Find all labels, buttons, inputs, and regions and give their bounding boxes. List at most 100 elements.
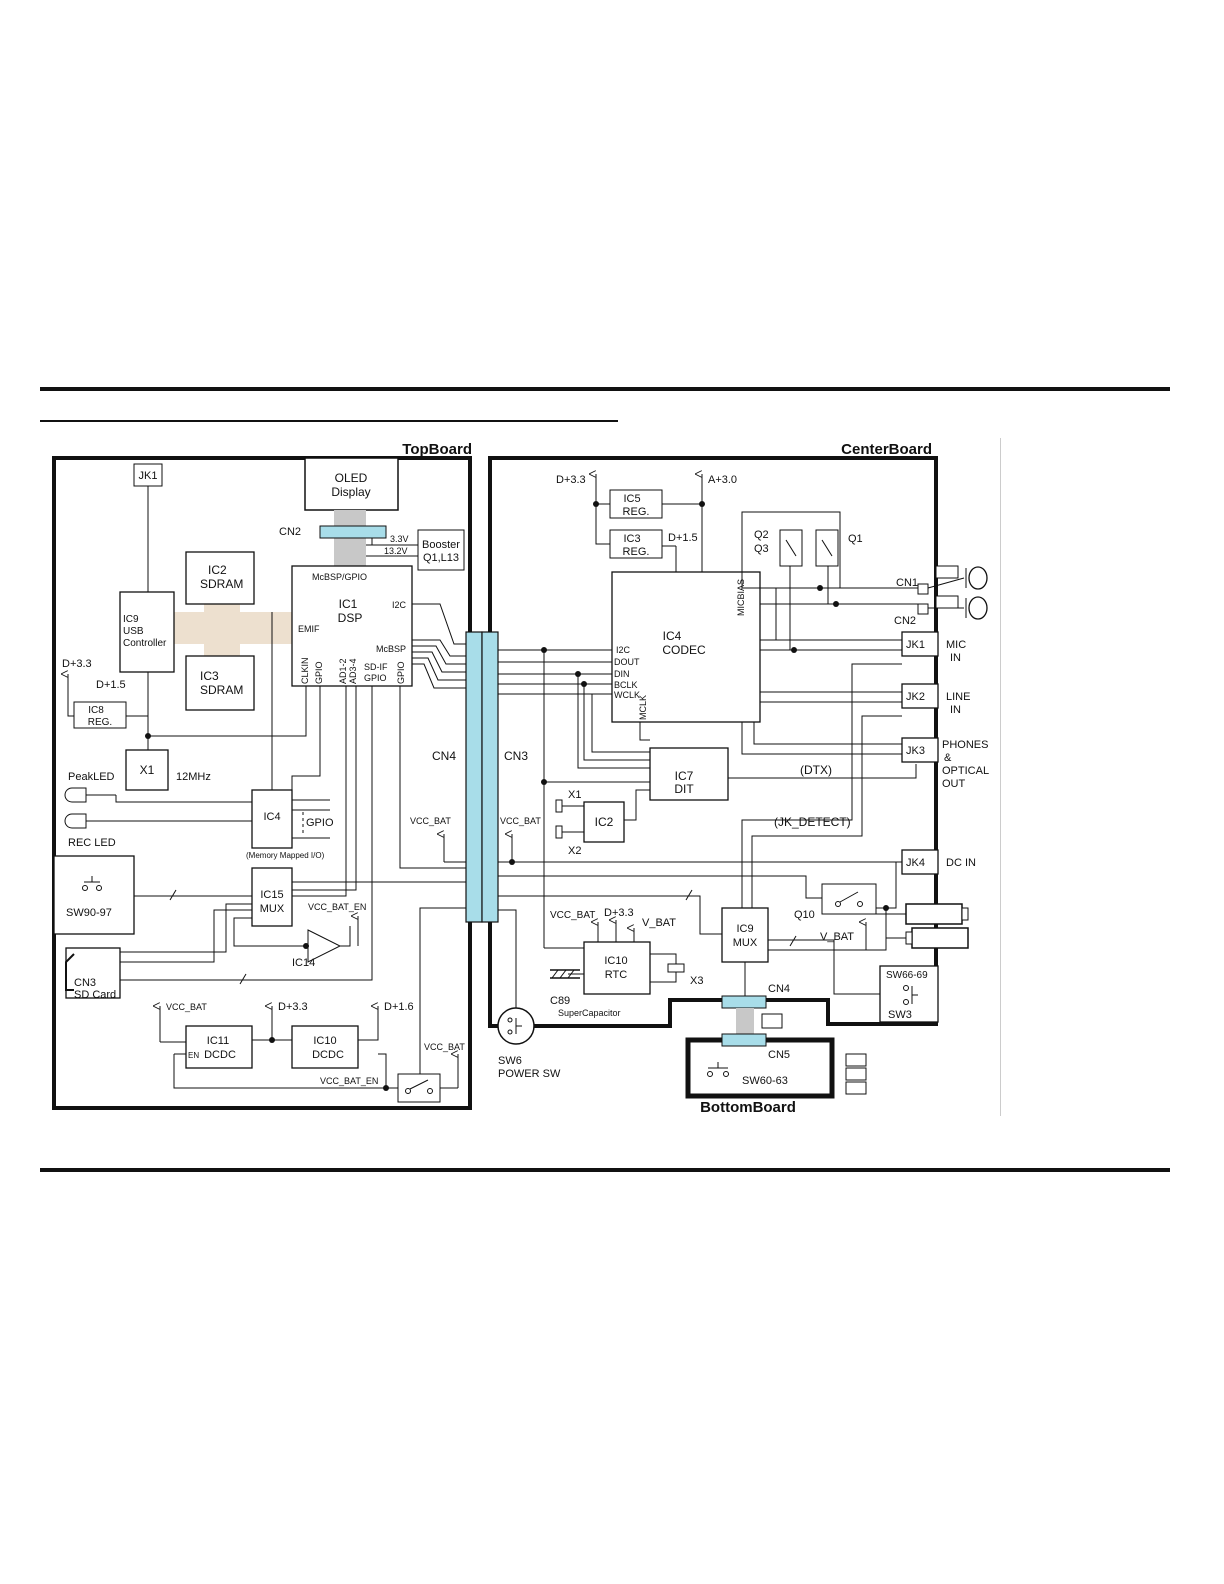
dc-in-label: DC IN [946, 857, 976, 869]
x1-freq-label: 12MHz [176, 771, 211, 783]
ic9-usb-controller-box [119, 591, 175, 673]
top-power-switch-arm [409, 1079, 429, 1090]
ic14-label: IC14 [292, 957, 315, 969]
codec-micbias-label: MICBIAS [736, 579, 746, 616]
top-cn4-label: CN4 [432, 749, 456, 763]
q10-arm [839, 891, 859, 903]
ic8-reg-label-1: IC8 [88, 705, 104, 716]
ic1-dsp-label-1: IC1 [339, 597, 358, 611]
ic2-sdram-label-2: SDRAM [200, 577, 243, 591]
wire-dsp-mcbsp-5 [412, 663, 466, 689]
ic15-mux-box [251, 867, 293, 927]
rec-led-icon [64, 813, 87, 829]
booster-label-1: Booster [422, 539, 460, 551]
top-ic4-gpio-label: GPIO [306, 817, 334, 829]
ic3-sdram-label-1: IC3 [200, 669, 219, 683]
sd-card-box [65, 947, 121, 999]
ic11-en-label: EN [188, 1051, 199, 1060]
wire-dsp-mcbsp-1 [412, 639, 466, 657]
center-vccbat2-label: VCC_BAT [550, 910, 595, 921]
wire-reg-dp33 [595, 503, 610, 545]
wire-ic2-dit [624, 789, 650, 821]
top-ic10-dcdc-label-2: DCDC [312, 1049, 344, 1061]
sw90-97-contact-2 [96, 885, 102, 891]
battery-2-icon [911, 927, 969, 949]
junction-jk1 [791, 647, 797, 653]
junction-dp33 [593, 501, 599, 507]
center-dp33b-label: D+3.3 [604, 907, 634, 919]
wire-ic15-cn3-b [120, 909, 252, 963]
sw6-c1 [507, 1017, 513, 1023]
mic-in-label-2: IN [950, 652, 961, 664]
top-dp15-label: D+1.5 [96, 679, 126, 691]
mic2-icon [968, 596, 988, 620]
jk-detect-label: (JK_DETECT) [774, 815, 851, 829]
cn3-connector-bar [481, 631, 499, 923]
sw90-97-box [53, 855, 135, 935]
sw60-63-c1 [707, 1071, 713, 1077]
legend-box-2 [845, 1067, 867, 1081]
oled-label-2: Display [331, 485, 370, 499]
supercapacitor-icon [550, 969, 580, 979]
wire-codec-jk3b [741, 722, 902, 755]
wire-ic8-up [126, 672, 149, 717]
cn4-connector-bar [465, 631, 483, 923]
wire-ic15-dsp-ad12 [292, 686, 347, 897]
ic2-sdram-box [185, 551, 255, 605]
q1-switch-arm [821, 539, 833, 557]
q2-switch-arm [785, 539, 797, 557]
oled-display-box [304, 457, 399, 511]
wire-ic9-sw66 [768, 939, 880, 995]
line-in-label-2: IN [950, 704, 961, 716]
wire-dsp-gpio-right [399, 686, 466, 869]
center-ic2-box [583, 801, 625, 843]
center-jk1-box [901, 631, 939, 657]
ic9-usb-label-1: IC9 [123, 614, 139, 625]
wire-x1-dsp [148, 686, 307, 737]
wire-peak-led [115, 795, 252, 803]
top-cn2-label: CN2 [279, 526, 301, 538]
top-jk1-label: JK1 [139, 470, 158, 482]
wire-vccbaten-up [378, 1053, 387, 1088]
sw6-label-2: POWER SW [498, 1068, 561, 1080]
mic1-icon [968, 566, 988, 590]
sw3-label: SW3 [888, 1009, 912, 1021]
codec-label-2: CODEC [662, 643, 706, 657]
center-x2-label: X2 [568, 845, 581, 857]
codec-pin-wclk: WCLK [614, 690, 640, 700]
sw66-69-label: SW66-69 [886, 970, 928, 981]
wire-to-dit-2 [583, 684, 650, 761]
phones-label-4: OUT [942, 778, 966, 790]
sw6-c2 [507, 1029, 513, 1035]
wire-dsp-i2c [412, 603, 466, 645]
wire-batt [885, 908, 906, 939]
center-ic3-reg-box [609, 529, 663, 559]
top-ic10-dcdc-label-1: IC10 [313, 1035, 336, 1047]
x2-crystal-icon [555, 825, 563, 839]
sd-card-label-2: SD Card [74, 989, 116, 1001]
top-dp33b-label: D+3.3 [278, 1001, 308, 1013]
center-cn2-label: CN2 [894, 615, 916, 627]
wire-dsp-gpio-down [291, 686, 321, 790]
sd-card-icon [65, 953, 75, 991]
ic1-sdif-label: SD-IF [364, 662, 388, 672]
center-ic2-label: IC2 [595, 815, 614, 829]
codec-pin-bclk: BCLK [614, 680, 638, 690]
x3-label: X3 [690, 975, 703, 987]
legend-box-3 [845, 1081, 867, 1095]
center-ic9-mux-label-2: MUX [733, 937, 758, 949]
supercap-label: SuperCapacitor [558, 1008, 621, 1018]
wire-switch-cn4 [419, 907, 466, 1074]
ic9-usb-label-2: USB [123, 626, 144, 637]
codec-pin-i2c: I2C [616, 645, 631, 655]
center-cn4-connector [721, 995, 767, 1009]
junction-x1 [145, 733, 151, 739]
wire-x3-rtc [650, 972, 677, 983]
top-power-switch-c2 [427, 1088, 433, 1094]
ic1-emif-label: EMIF [298, 624, 320, 634]
bus-slash-4 [789, 935, 797, 947]
wire-mclk-dit [639, 722, 650, 741]
top-ic4-label: IC4 [263, 811, 280, 823]
top-vccbat-3-label: VCC_BAT [410, 816, 451, 826]
phones-label-1: PHONES [942, 739, 988, 751]
